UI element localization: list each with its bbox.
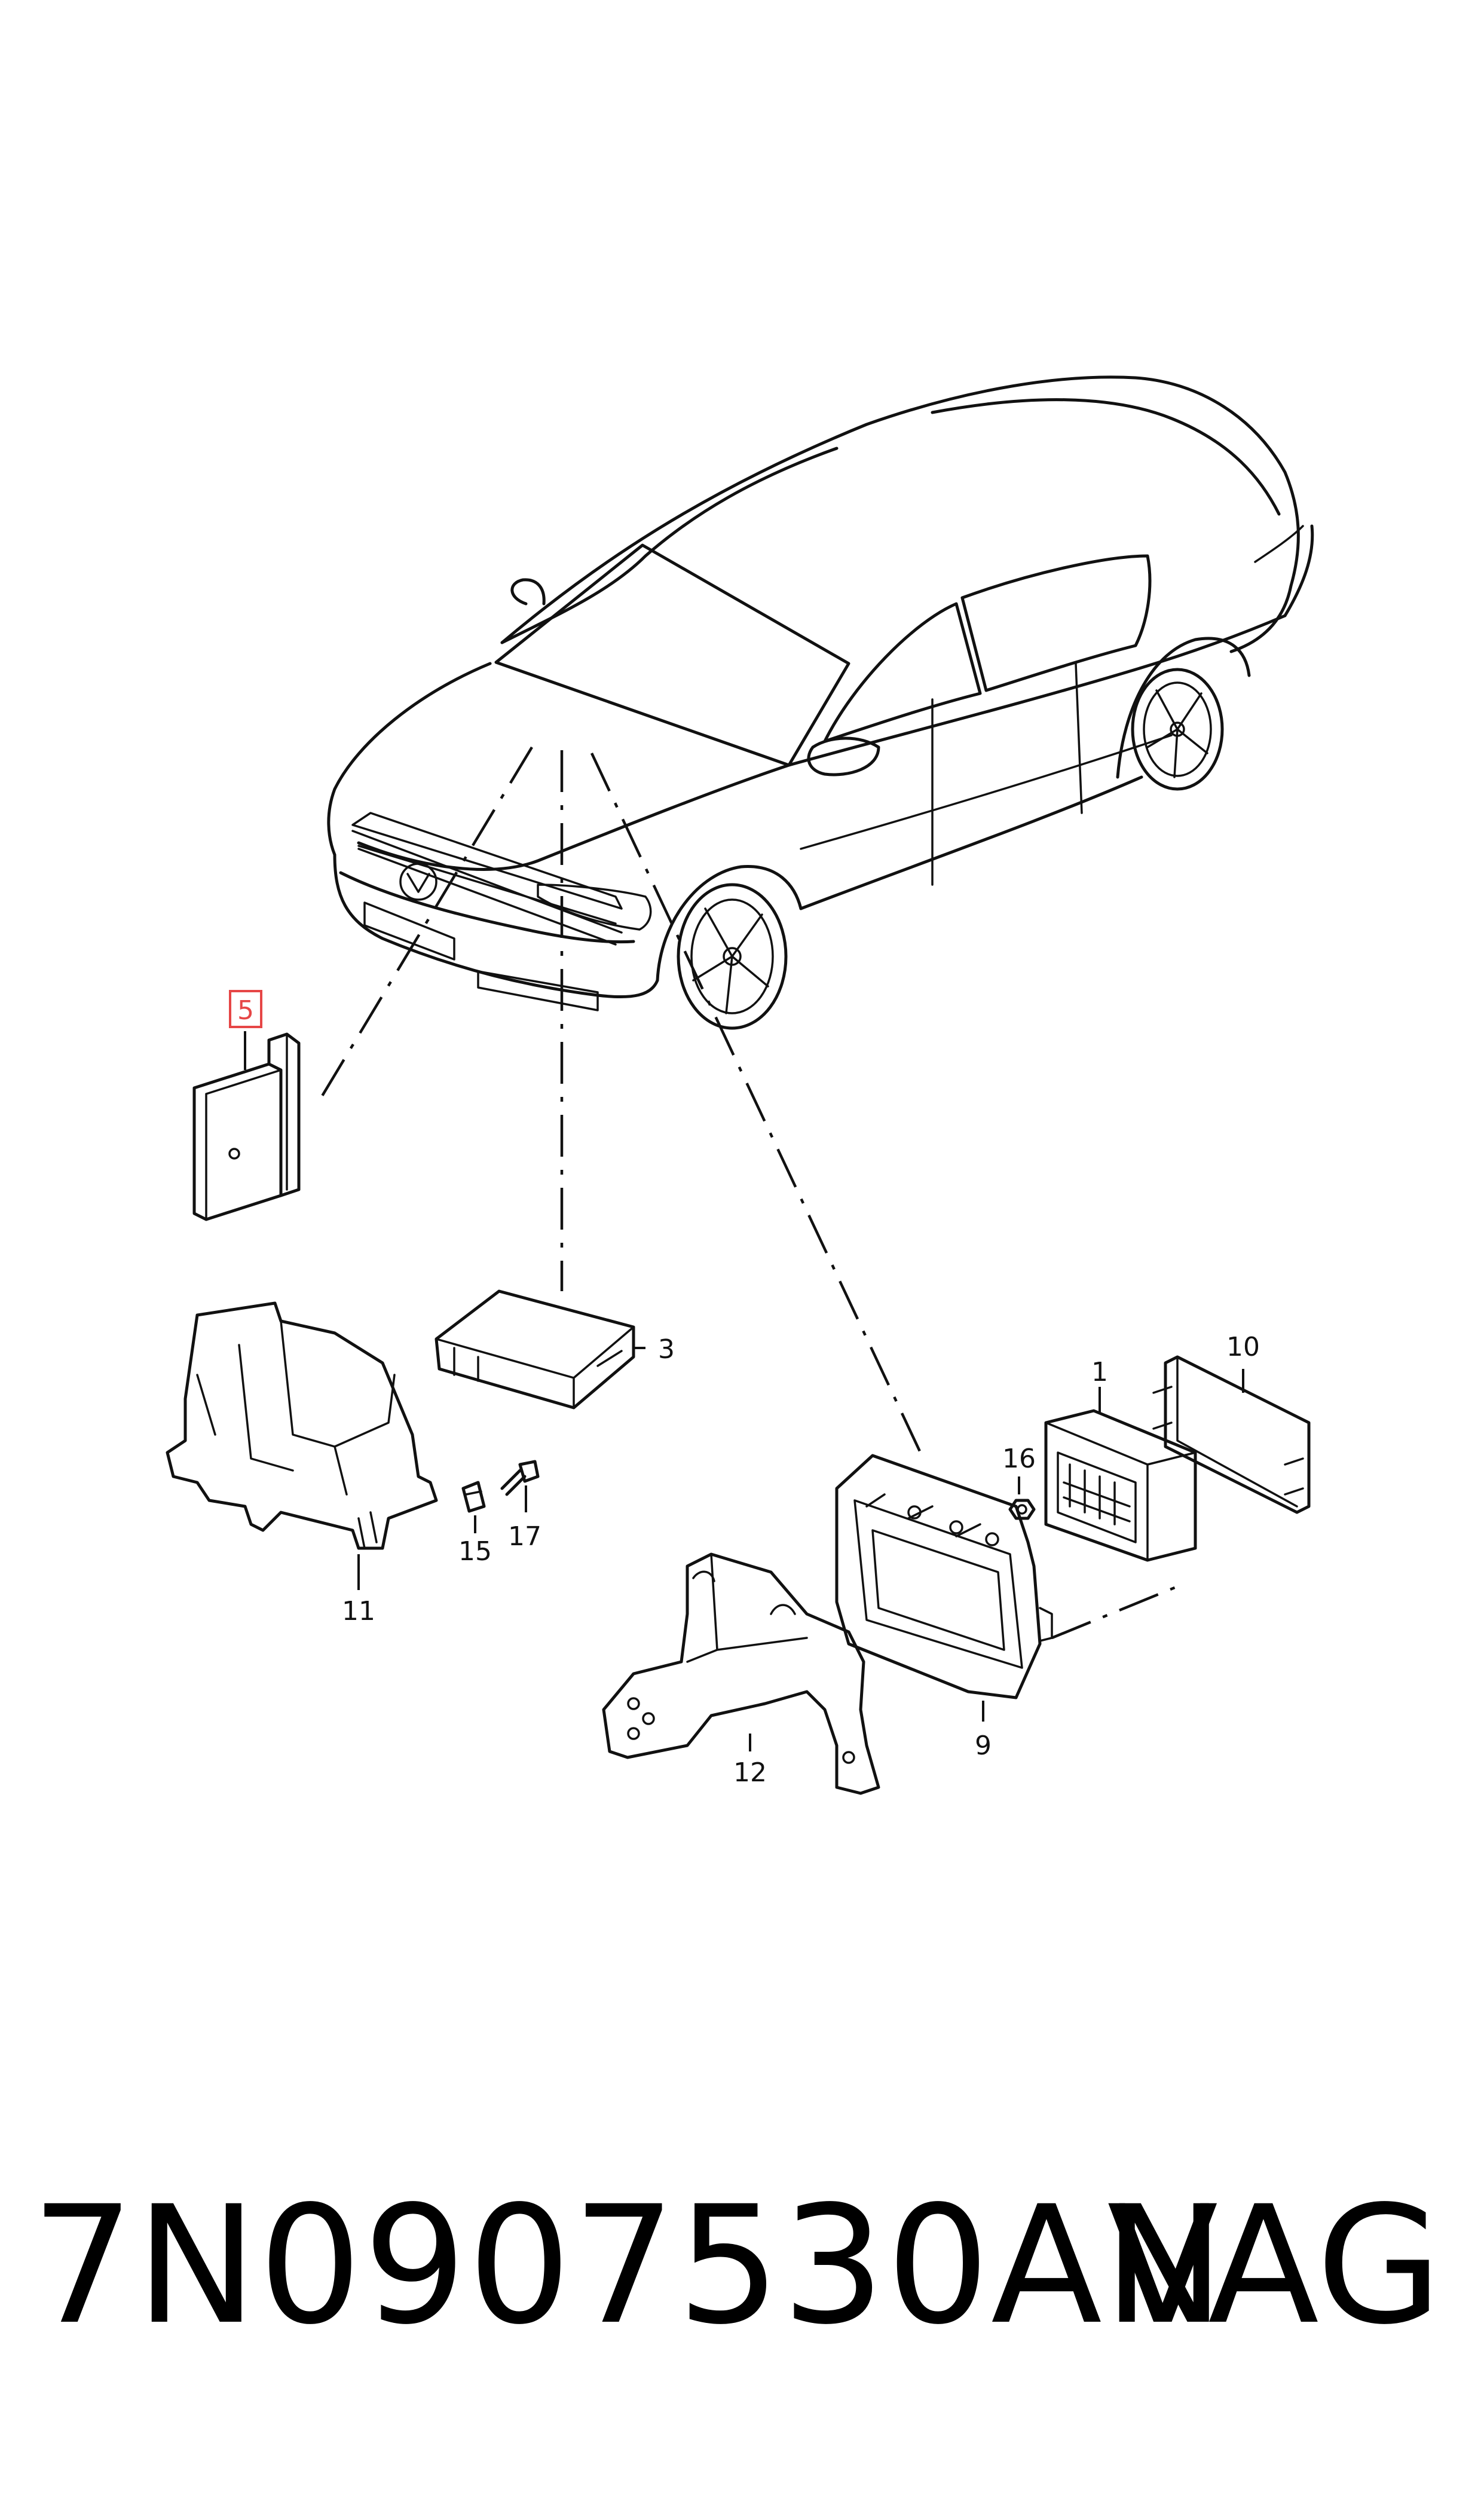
label-part-10: 10 [1226, 1332, 1260, 1362]
label-part-12: 12 [733, 1757, 767, 1788]
part-1: 1 [1044, 1357, 1197, 1562]
parts-diagram: 5 3 11 15 17 [166, 375, 1314, 1795]
brand-name: VAG [1107, 2172, 1442, 2361]
label-part-1: 1 [1091, 1357, 1108, 1387]
part-11: 11 [166, 1301, 438, 1627]
part-5-highlight-box [229, 990, 262, 1028]
label-part-16: 16 [1002, 1444, 1036, 1474]
label-part-15: 15 [458, 1536, 492, 1567]
part-16: 16 [1002, 1444, 1036, 1520]
label-part-3: 3 [658, 1334, 675, 1365]
dash-lines [319, 746, 1184, 1640]
part-10: 10 [1152, 1332, 1311, 1514]
part-number: 7N0907530AN [31, 2172, 1226, 2361]
label-part-17: 17 [508, 1521, 541, 1552]
part-5: 5 [192, 990, 301, 1221]
part-12: 12 [602, 1552, 880, 1795]
part-15: 15 [458, 1481, 492, 1567]
part-17: 17 [500, 1460, 541, 1552]
label-part-9: 9 [975, 1731, 992, 1761]
part-9: 9 [835, 1454, 1053, 1761]
label-part-11: 11 [342, 1596, 375, 1627]
part-3: 3 [435, 1289, 675, 1410]
label-part-5: 5 [237, 995, 254, 1026]
car-illustration [327, 375, 1314, 1030]
